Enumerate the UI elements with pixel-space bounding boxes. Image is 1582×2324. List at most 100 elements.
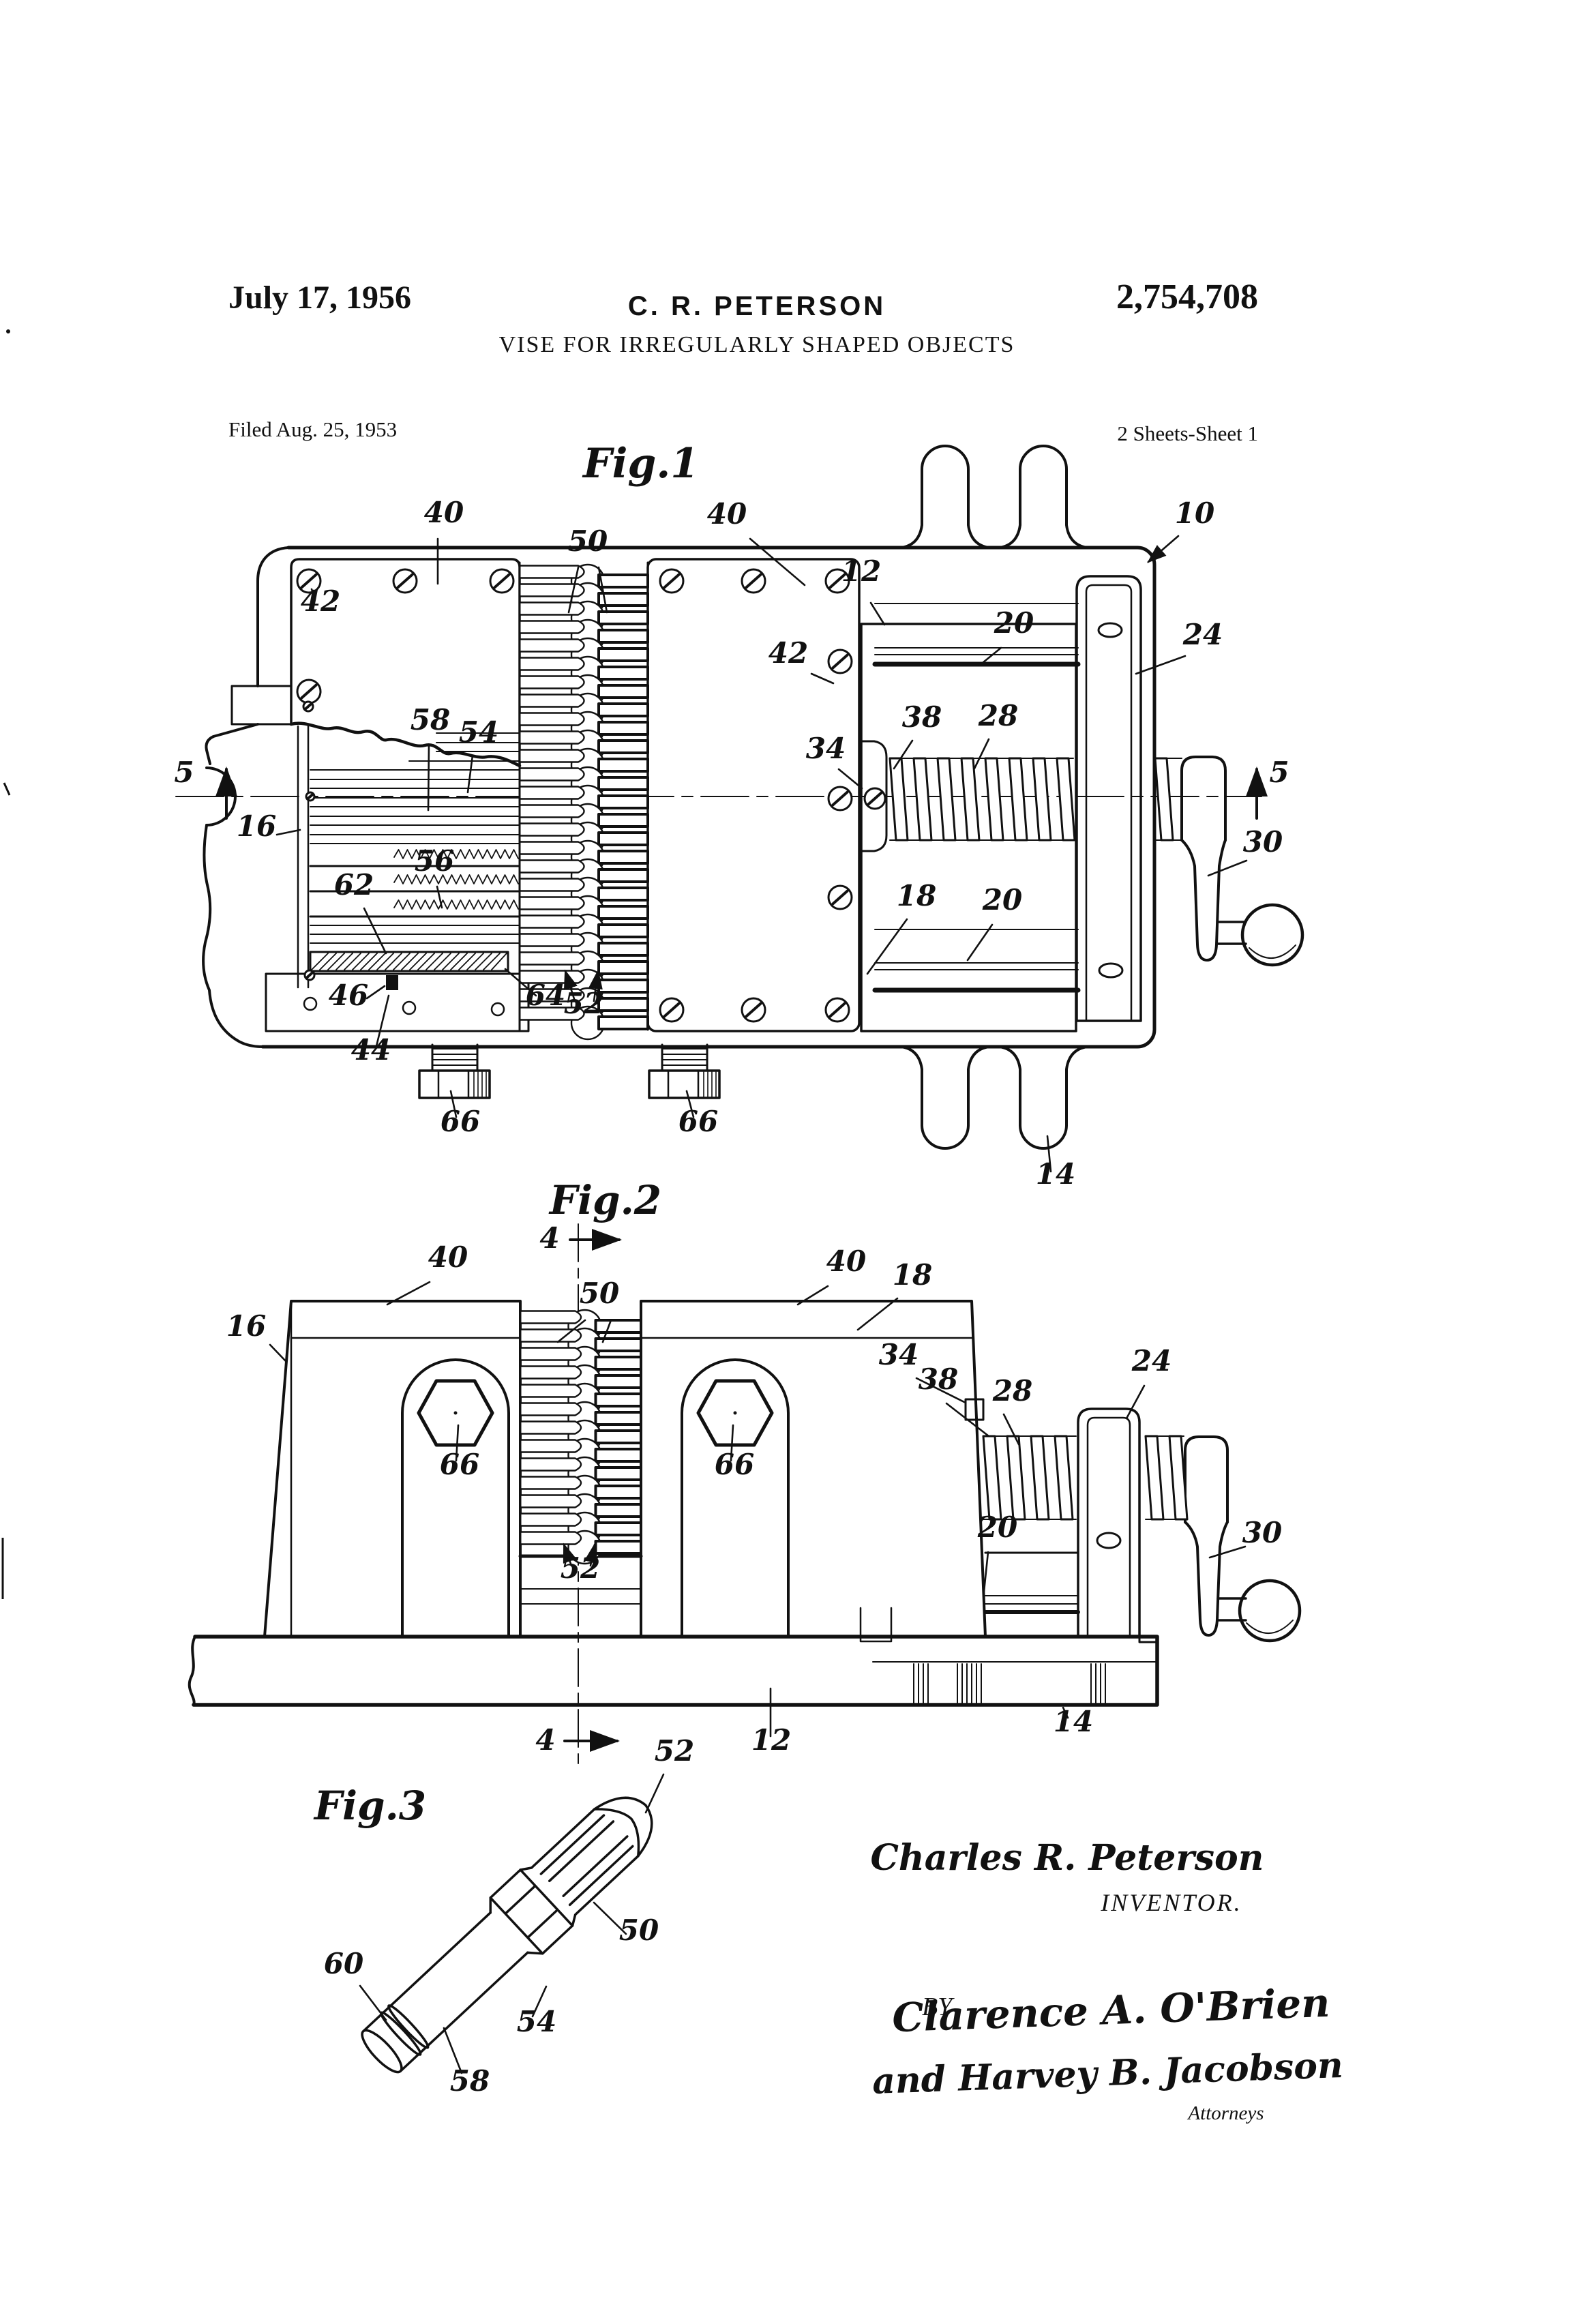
fig2-left-arch (401, 1358, 510, 1638)
fig2-base (188, 1607, 1159, 1707)
fig2-anchor-clip (964, 1398, 985, 1421)
ref-numeral-28: 28 (992, 1374, 1032, 1407)
scan-artifact (1, 329, 11, 1599)
ref-numeral-66: 66 (441, 1105, 480, 1138)
ref-numeral-44: 44 (351, 1033, 391, 1067)
ref-numeral-38: 38 (902, 700, 942, 734)
fig2-right-jaw-block (640, 1300, 987, 1638)
attorney-signature-2: and Harvey B. Jacobson (871, 2044, 1343, 2102)
header-patent-number: 2,754,708 (1116, 278, 1258, 316)
header-title: VISE FOR IRREGULARLY SHAPED OBJECTS (499, 332, 1015, 357)
fig1-label: Fig.1 (582, 440, 699, 488)
ref-numeral-50: 50 (580, 1277, 619, 1310)
ref-numeral-34: 34 (879, 1338, 919, 1371)
ref-numeral-30: 30 (1243, 825, 1283, 859)
fig1-handle-ball (1240, 903, 1304, 967)
fig3-hex-collar (489, 1868, 574, 1955)
ref-numeral-10: 10 (1175, 496, 1214, 530)
ref-numeral-24: 24 (1131, 1344, 1171, 1377)
ref-numeral-4: 4 (539, 1221, 559, 1255)
attorney-signature-1: Clarence A. O'Brien (891, 1980, 1330, 2041)
ref-numeral-16: 16 (237, 809, 276, 843)
ref-numeral-12: 12 (841, 554, 881, 588)
fig3-pin-detail (361, 1796, 653, 2074)
fig2-vise-side-view (188, 1223, 1302, 1767)
fig1-top-fingers (900, 445, 1088, 549)
fig1-right-jaw-plate (646, 558, 861, 1032)
fig2-handle (1184, 1435, 1302, 1643)
ref-numeral-28: 28 (978, 699, 1018, 732)
fig1-bottom-bracket (265, 951, 530, 1032)
fig2-clamp-bar (1077, 1407, 1159, 1658)
fig2-guide-rails (983, 1551, 1080, 1614)
ref-numeral-66: 66 (440, 1448, 479, 1481)
ref-numeral-5: 5 (1269, 756, 1289, 789)
ref-numeral-54: 54 (517, 2005, 556, 2038)
ref-numeral-58: 58 (411, 703, 450, 736)
fig2-right-hex-bolt (696, 1379, 774, 1447)
fig3-pin-shaft (361, 1911, 529, 2073)
ref-numeral-24: 24 (1182, 618, 1223, 651)
fig1-housing-tab (230, 685, 293, 726)
fig1-bottom-fingers (900, 1045, 1088, 1150)
ref-numeral-30: 30 (1242, 1516, 1282, 1549)
ref-numeral-34: 34 (806, 732, 846, 765)
ref-numeral-62: 62 (334, 868, 374, 902)
header-date: July 17, 1956 (228, 280, 411, 316)
ref-numeral-20: 20 (994, 606, 1034, 640)
ref-numeral-46: 46 (329, 979, 368, 1012)
ref-numeral-66: 66 (715, 1448, 754, 1481)
ref-numeral-40: 40 (428, 1240, 468, 1274)
ref-numeral-38: 38 (919, 1362, 958, 1396)
fig3-splines (519, 1808, 640, 1927)
fig1-handle (1180, 756, 1304, 967)
fig2-handle-ball (1238, 1579, 1302, 1643)
ref-numeral-40: 40 (424, 496, 464, 529)
ref-numeral-5: 5 (174, 756, 194, 789)
header-sheet: 2 Sheets-Sheet 1 (1117, 421, 1258, 445)
ref-numeral-52: 52 (564, 987, 603, 1020)
attorneys-label: Attorneys (1186, 2102, 1264, 2124)
inventor-label: INVENTOR. (1100, 1889, 1242, 1916)
inventor-printed-name: Charles R. Peterson (871, 1837, 1264, 1879)
ref-numeral-52: 52 (561, 1551, 600, 1585)
ref-numeral-42: 42 (768, 636, 808, 670)
ref-numeral-58: 58 (450, 2064, 490, 2098)
fig2-label: Fig.2 (548, 1177, 661, 1223)
fig1-torn-plate-edge (289, 721, 522, 768)
fig1-clamp-bar (1075, 575, 1142, 1022)
ref-numeral-20: 20 (982, 883, 1022, 917)
ref-numeral-52: 52 (655, 1734, 694, 1768)
ref-numeral-50: 50 (568, 524, 608, 558)
header: July 17, 1956 C. R. PETERSON 2,754,708 V… (228, 278, 1258, 445)
ref-numeral-4: 4 (535, 1723, 555, 1757)
header-author: C. R. PETERSON (628, 291, 886, 321)
ref-numeral-60: 60 (324, 1947, 363, 1980)
fig1-housing-torn-edge (205, 723, 259, 765)
fig3-ring (380, 2011, 422, 2056)
fig2-right-arch (681, 1358, 790, 1638)
fig3-end-cap (593, 1796, 653, 1858)
ref-numeral-14: 14 (1054, 1705, 1093, 1738)
ref-numeral-16: 16 (226, 1309, 266, 1343)
fig3-callouts: 52 50 60 54 58 (324, 1734, 694, 2098)
ref-numeral-12: 12 (751, 1723, 791, 1757)
ref-numeral-40: 40 (826, 1245, 866, 1278)
fig2-left-hex-bolt (417, 1379, 494, 1447)
ref-numeral-50: 50 (619, 1913, 659, 1947)
ref-numeral-14: 14 (1036, 1157, 1075, 1191)
fig1-housing-torn-lower (202, 824, 264, 1048)
ref-numeral-56: 56 (415, 844, 454, 878)
fig3-pin-butt (361, 2029, 403, 2074)
fig1-housing-left-edge (256, 546, 290, 687)
ref-numeral-20: 20 (977, 1510, 1017, 1544)
fig2-left-jaw-block (263, 1300, 522, 1638)
fig3-label: Fig.3 (313, 1783, 426, 1829)
header-filed: Filed Aug. 25, 1953 (228, 417, 397, 441)
ref-numeral-66: 66 (678, 1105, 718, 1138)
signature-block: Charles R. Peterson INVENTOR. BY Clarenc… (871, 1837, 1344, 2124)
by-label: BY (922, 1993, 955, 2021)
